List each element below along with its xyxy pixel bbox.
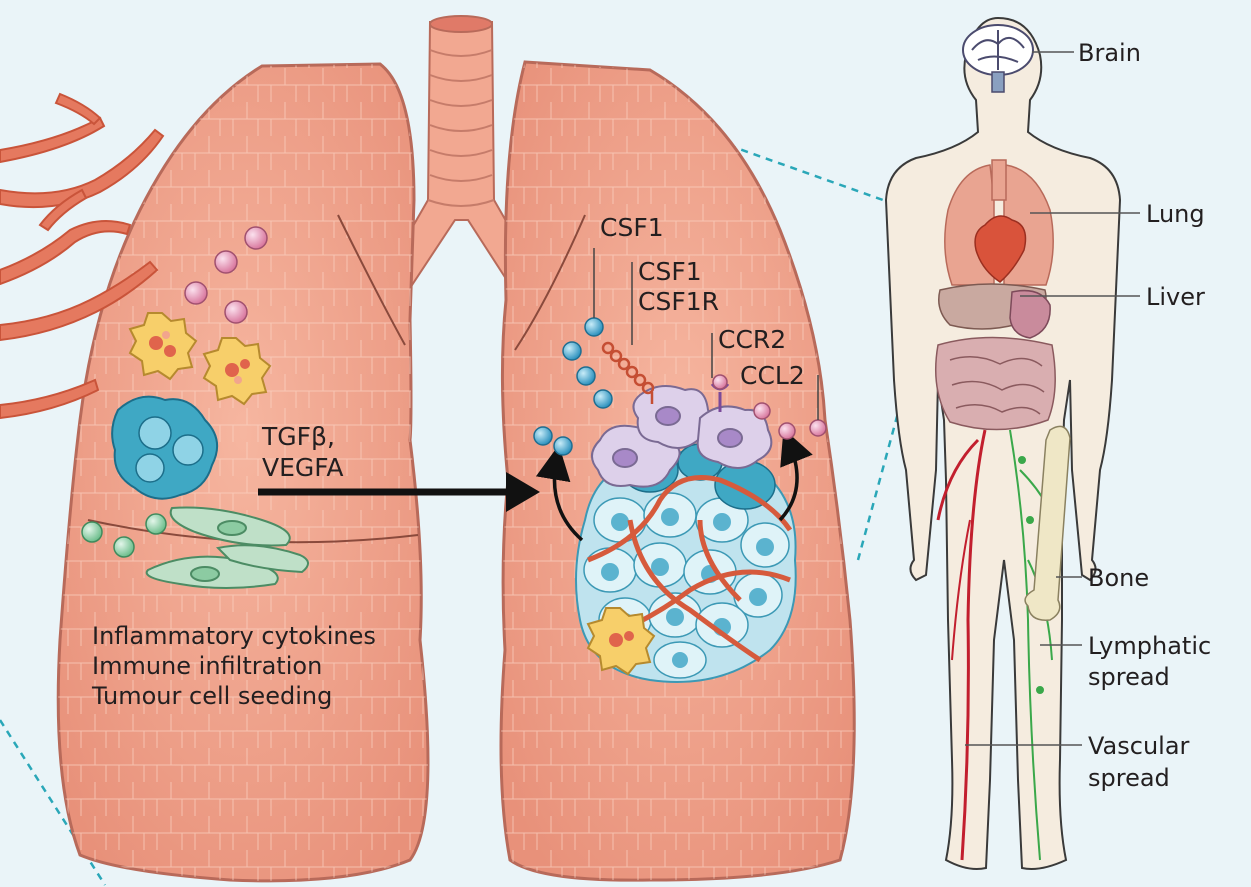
arrow-label-line-1: TGFβ,: [261, 422, 335, 451]
caption-line-3: Tumour cell seeding: [91, 682, 332, 710]
intestines-icon: [936, 338, 1055, 430]
ccr2-label: CCR2: [718, 325, 786, 354]
bone-label: Bone: [1088, 564, 1149, 592]
brain-label: Brain: [1078, 39, 1141, 67]
human-body-outline: [886, 18, 1120, 869]
left-lung: [58, 64, 428, 881]
vascular-label-2: spread: [1088, 764, 1170, 792]
csf1-label: CSF1: [600, 213, 664, 242]
arrow-label-line-2: VEGFA: [262, 453, 343, 482]
ccl2-label: CCL2: [740, 361, 805, 390]
lymphatic-label-2: spread: [1088, 663, 1170, 691]
lung-label: Lung: [1146, 200, 1205, 228]
vascular-label-1: Vascular: [1088, 732, 1190, 760]
liver-label: Liver: [1146, 283, 1205, 311]
csf1r-label: CSF1R: [638, 287, 719, 316]
lymphatic-label-1: Lymphatic: [1088, 632, 1211, 660]
csf1-pair-label-1: CSF1: [638, 257, 702, 286]
caption-line-1: Inflammatory cytokines: [92, 622, 376, 650]
caption-line-2: Immune infiltration: [92, 652, 322, 680]
